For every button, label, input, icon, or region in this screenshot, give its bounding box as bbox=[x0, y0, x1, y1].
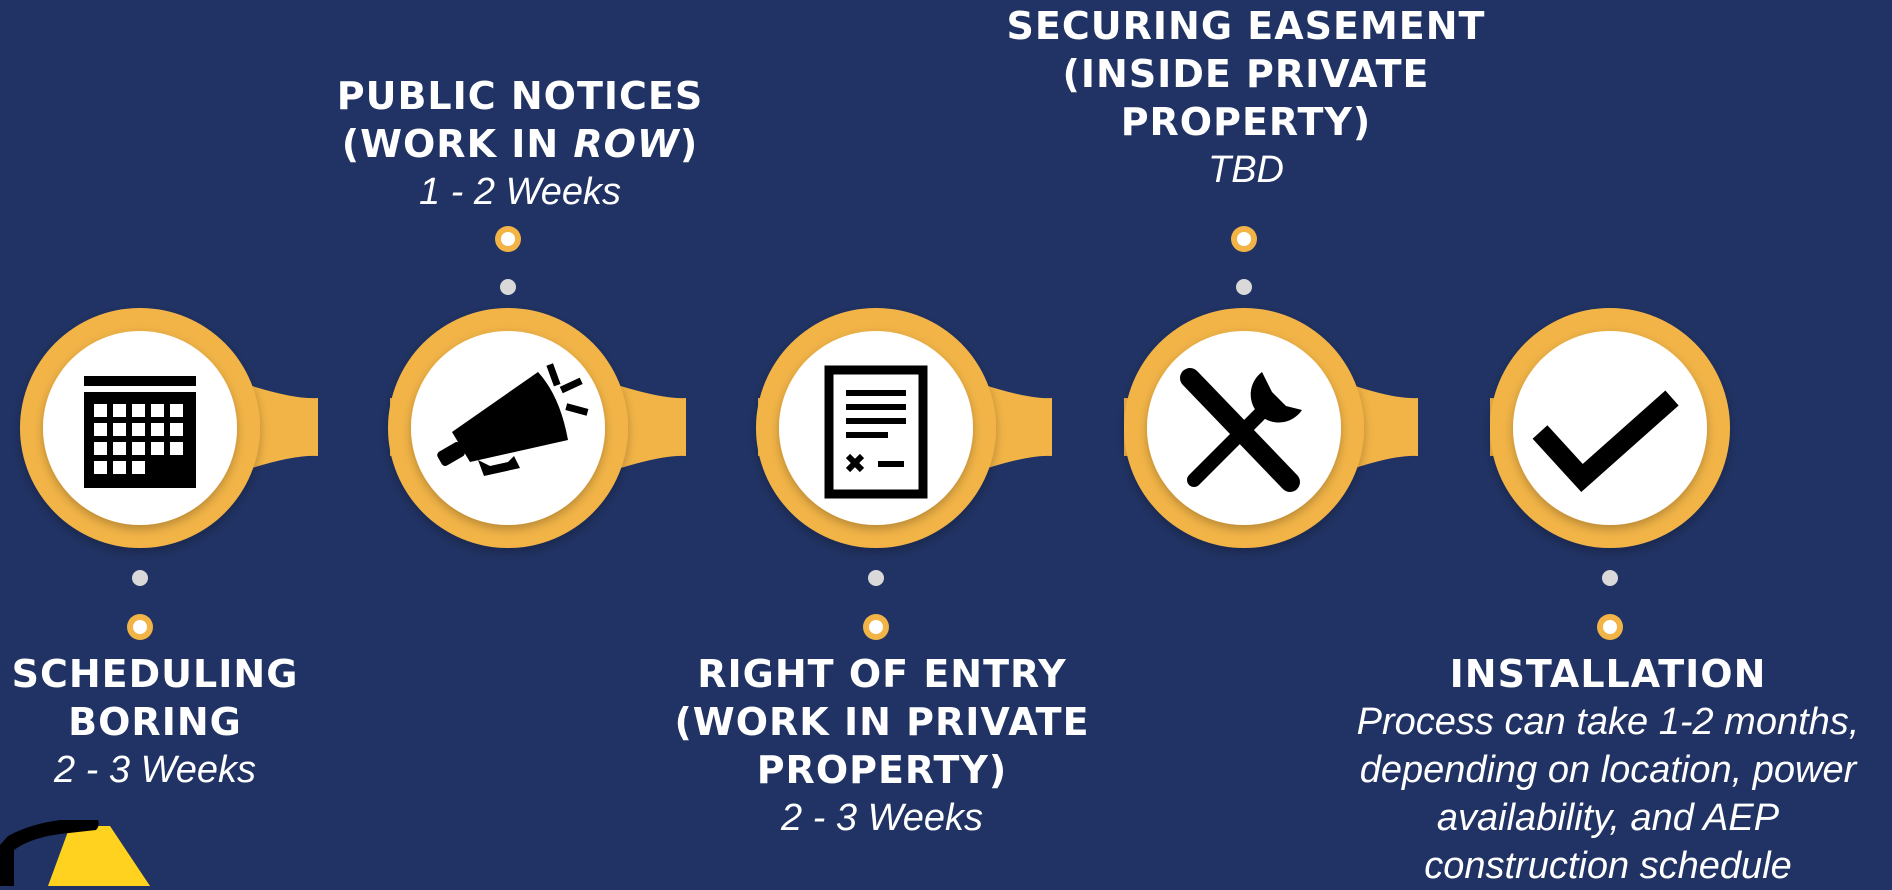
step-5-duration-line-1: Process can take 1-2 months, bbox=[1356, 701, 1860, 743]
step-1-title-line-2: BORING bbox=[68, 700, 242, 744]
step-3-label: RIGHT OF ENTRY (WORK IN PRIVATE PROPERTY… bbox=[674, 650, 1089, 842]
step-4-label: SECURING EASEMENT (INSIDE PRIVATE PROPER… bbox=[1007, 2, 1486, 194]
step-5-label: INSTALLATION Process can take 1-2 months… bbox=[1357, 650, 1860, 890]
calendar-icon bbox=[84, 376, 196, 488]
step-3-title-line-1: RIGHT OF ENTRY bbox=[697, 652, 1067, 696]
small-dot-1 bbox=[132, 570, 148, 586]
step-4-title-line-1: SECURING EASEMENT bbox=[1006, 4, 1486, 48]
megaphone-icon bbox=[437, 363, 589, 476]
step-5-duration-line-3: availability, and AEP bbox=[1436, 797, 1780, 839]
step-4-duration: TBD bbox=[1207, 149, 1284, 191]
small-dot-4 bbox=[1236, 279, 1252, 295]
step-2-title-line-1: PUBLIC NOTICES bbox=[336, 74, 704, 118]
step-5-title-line-1: INSTALLATION bbox=[1449, 652, 1767, 696]
tools-icon bbox=[1180, 368, 1302, 492]
step-2-duration: 1 - 2 Weeks bbox=[418, 171, 622, 213]
step-1-duration: 2 - 3 Weeks bbox=[53, 749, 257, 791]
step-3-title-line-2: (WORK IN PRIVATE bbox=[674, 700, 1090, 744]
step-2-label: PUBLIC NOTICES (WORK IN ROW) 1 - 2 Weeks bbox=[337, 72, 704, 216]
step-2-title-line-2: (WORK IN ROW) bbox=[341, 122, 699, 166]
step-4-title-line-2: (INSIDE PRIVATE bbox=[1062, 52, 1430, 96]
step-1-label: SCHEDULING BORING 2 - 3 Weeks bbox=[12, 650, 299, 794]
lamp-icon bbox=[0, 820, 150, 886]
step-3-duration: 2 - 3 Weeks bbox=[780, 797, 984, 839]
step-5-duration-line-2: depending on location, power bbox=[1359, 749, 1857, 791]
small-dot-5 bbox=[1602, 570, 1618, 586]
step-4-title-line-3: PROPERTY) bbox=[1120, 100, 1372, 144]
small-dot-3 bbox=[868, 570, 884, 586]
step-1-title-line-1: SCHEDULING bbox=[11, 652, 299, 696]
small-dot-2 bbox=[500, 279, 516, 295]
checkmark-icon bbox=[1532, 390, 1679, 493]
step-circle-5 bbox=[1513, 331, 1707, 525]
step-3-title-line-3: PROPERTY) bbox=[756, 748, 1008, 792]
step-5-duration-line-4: construction schedule bbox=[1424, 845, 1792, 887]
document-icon bbox=[824, 365, 928, 499]
